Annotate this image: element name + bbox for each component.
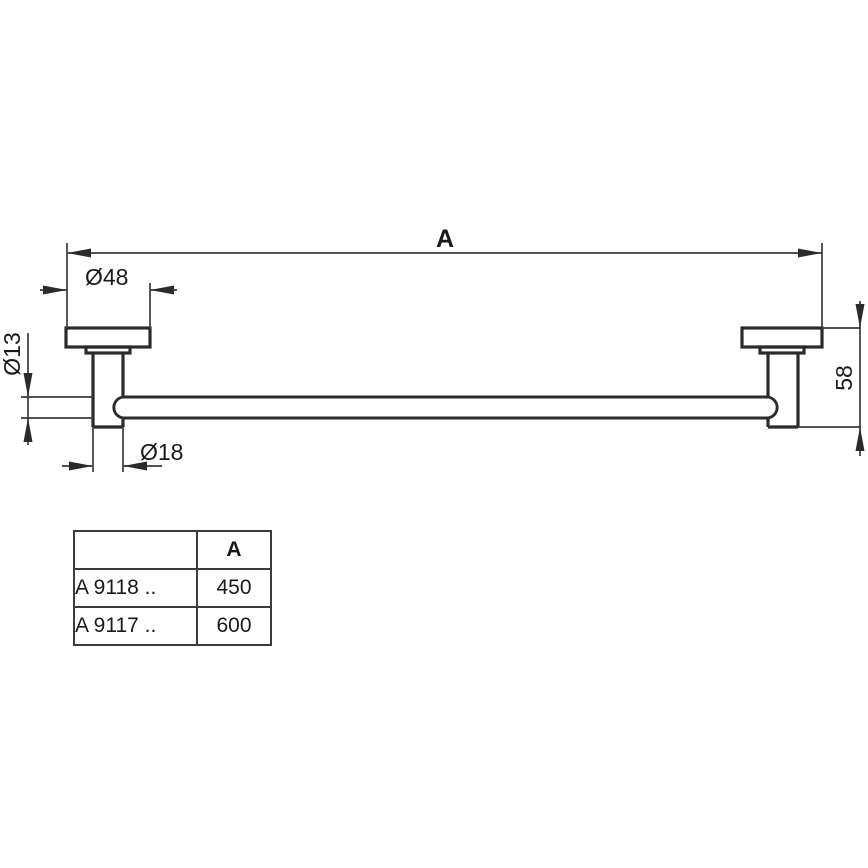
right-wall-plate (740, 326, 824, 349)
rail-tube (112, 395, 779, 420)
arrowhead-up (855, 427, 865, 451)
rail-left-cove (112, 395, 124, 420)
arrowhead-down (855, 304, 865, 328)
table-row: A 9117 .. 600 (73, 606, 272, 646)
header-model-cell (73, 530, 198, 570)
arrowhead-right (43, 285, 67, 295)
dim-label-58: 58 (831, 365, 857, 391)
arrowhead-right (69, 461, 93, 471)
rail-right-cove (767, 395, 779, 420)
dimension-plate-diameter (40, 283, 177, 328)
arrowhead-up (23, 418, 33, 442)
arrowhead-left (150, 285, 174, 295)
arrowhead-left (123, 461, 147, 471)
dim-label-d13: Ø13 (0, 332, 25, 375)
model-cell: A 9117 .. (73, 606, 198, 646)
dim-label-d18: Ø18 (140, 439, 183, 465)
right-plate-lip (758, 345, 806, 355)
arrowhead-down (23, 373, 33, 397)
dimension-wall-offset (798, 301, 865, 456)
left-post (91, 353, 125, 429)
table-header-row: A (73, 530, 272, 570)
dim-label-d48: Ø48 (85, 264, 128, 290)
dimension-rail-diameter (21, 333, 93, 445)
towel-bar-outline (64, 326, 824, 429)
dimension-overall-length (66, 243, 823, 328)
value-cell: 600 (196, 606, 272, 646)
value-cell: 450 (196, 568, 272, 608)
arrowhead-left (67, 248, 91, 258)
model-cell: A 9118 .. (73, 568, 198, 608)
right-post (766, 353, 800, 429)
left-plate-lip (84, 345, 132, 355)
table-row: A 9118 .. 450 (73, 568, 272, 608)
arrowhead-right (798, 248, 822, 258)
left-wall-plate (64, 326, 152, 349)
variant-table: A A 9118 .. 450 A 9117 .. 600 (73, 530, 272, 646)
dimension-post-diameter (62, 427, 162, 472)
dim-label-a: A (436, 225, 454, 253)
header-a-cell: A (196, 530, 272, 570)
